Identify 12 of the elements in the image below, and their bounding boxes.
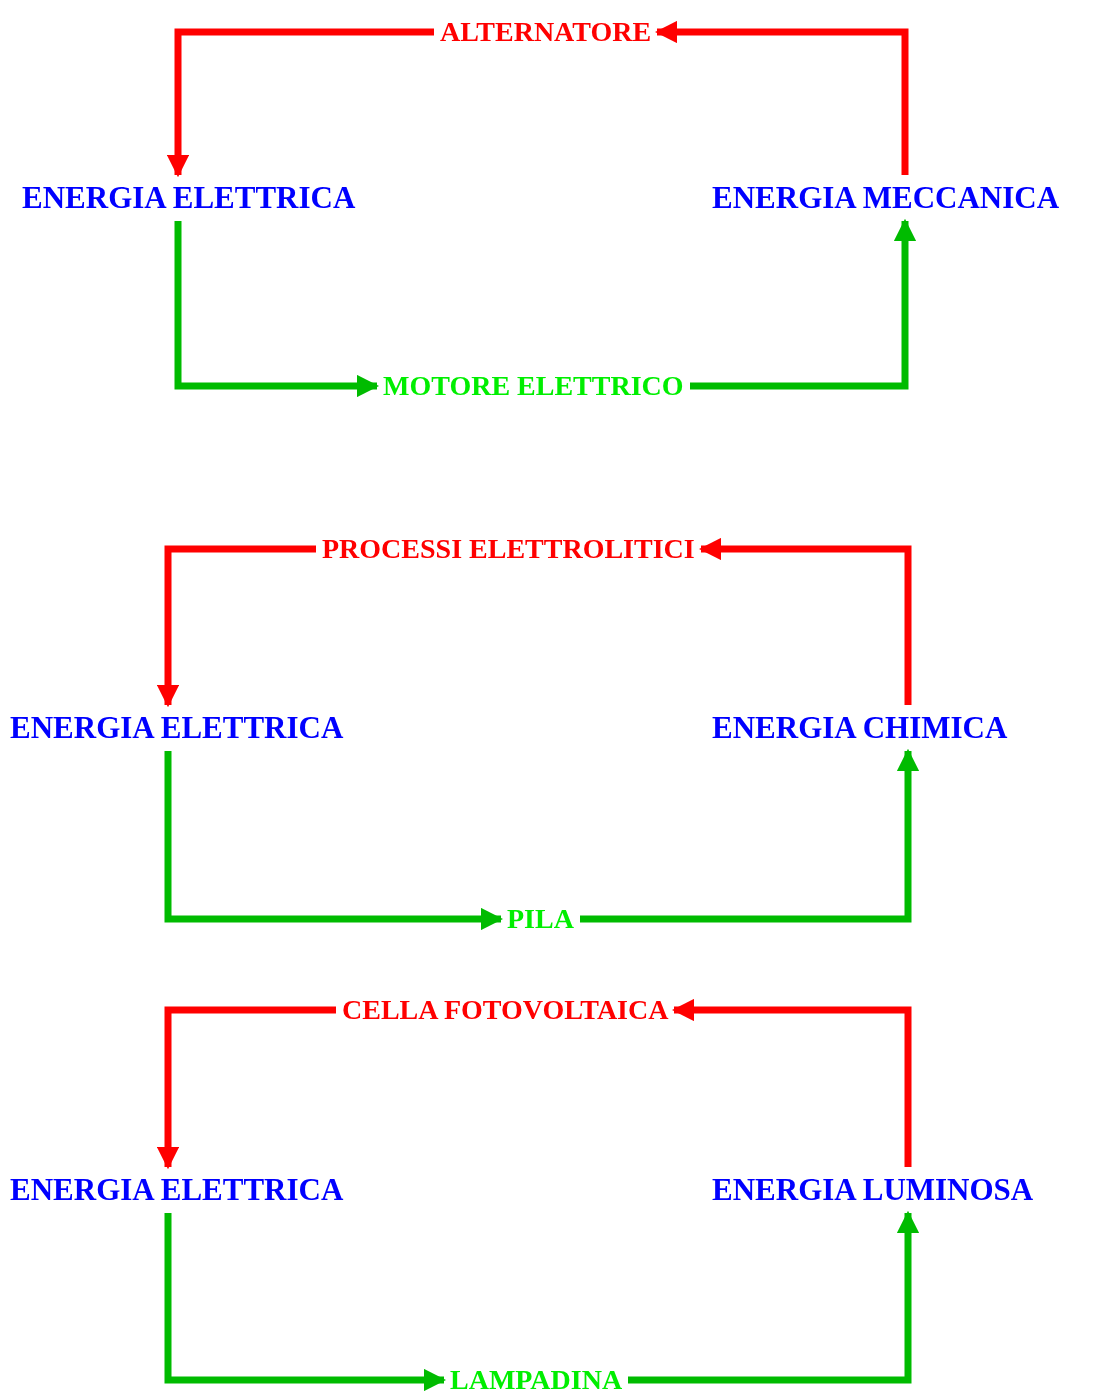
device-label: CELLA FOTOVOLTAICA <box>342 994 669 1026</box>
device-label: MOTORE ELETTRICO <box>383 370 684 402</box>
energy-label: ENERGIA ELETTRICA <box>10 1173 344 1208</box>
energy-label: ENERGIA ELETTRICA <box>10 711 344 746</box>
energy-label: ENERGIA MECCANICA <box>712 181 1060 216</box>
device-label: LAMPADINA <box>450 1364 623 1396</box>
energy-label: ENERGIA CHIMICA <box>712 711 1008 746</box>
device-label: PROCESSI ELETTROLITICI <box>322 533 695 565</box>
energy-label: ENERGIA ELETTRICA <box>22 181 356 216</box>
energy-label: ENERGIA LUMINOSA <box>712 1173 1034 1208</box>
device-label: PILA <box>507 903 574 935</box>
device-label: ALTERNATORE <box>440 16 652 48</box>
